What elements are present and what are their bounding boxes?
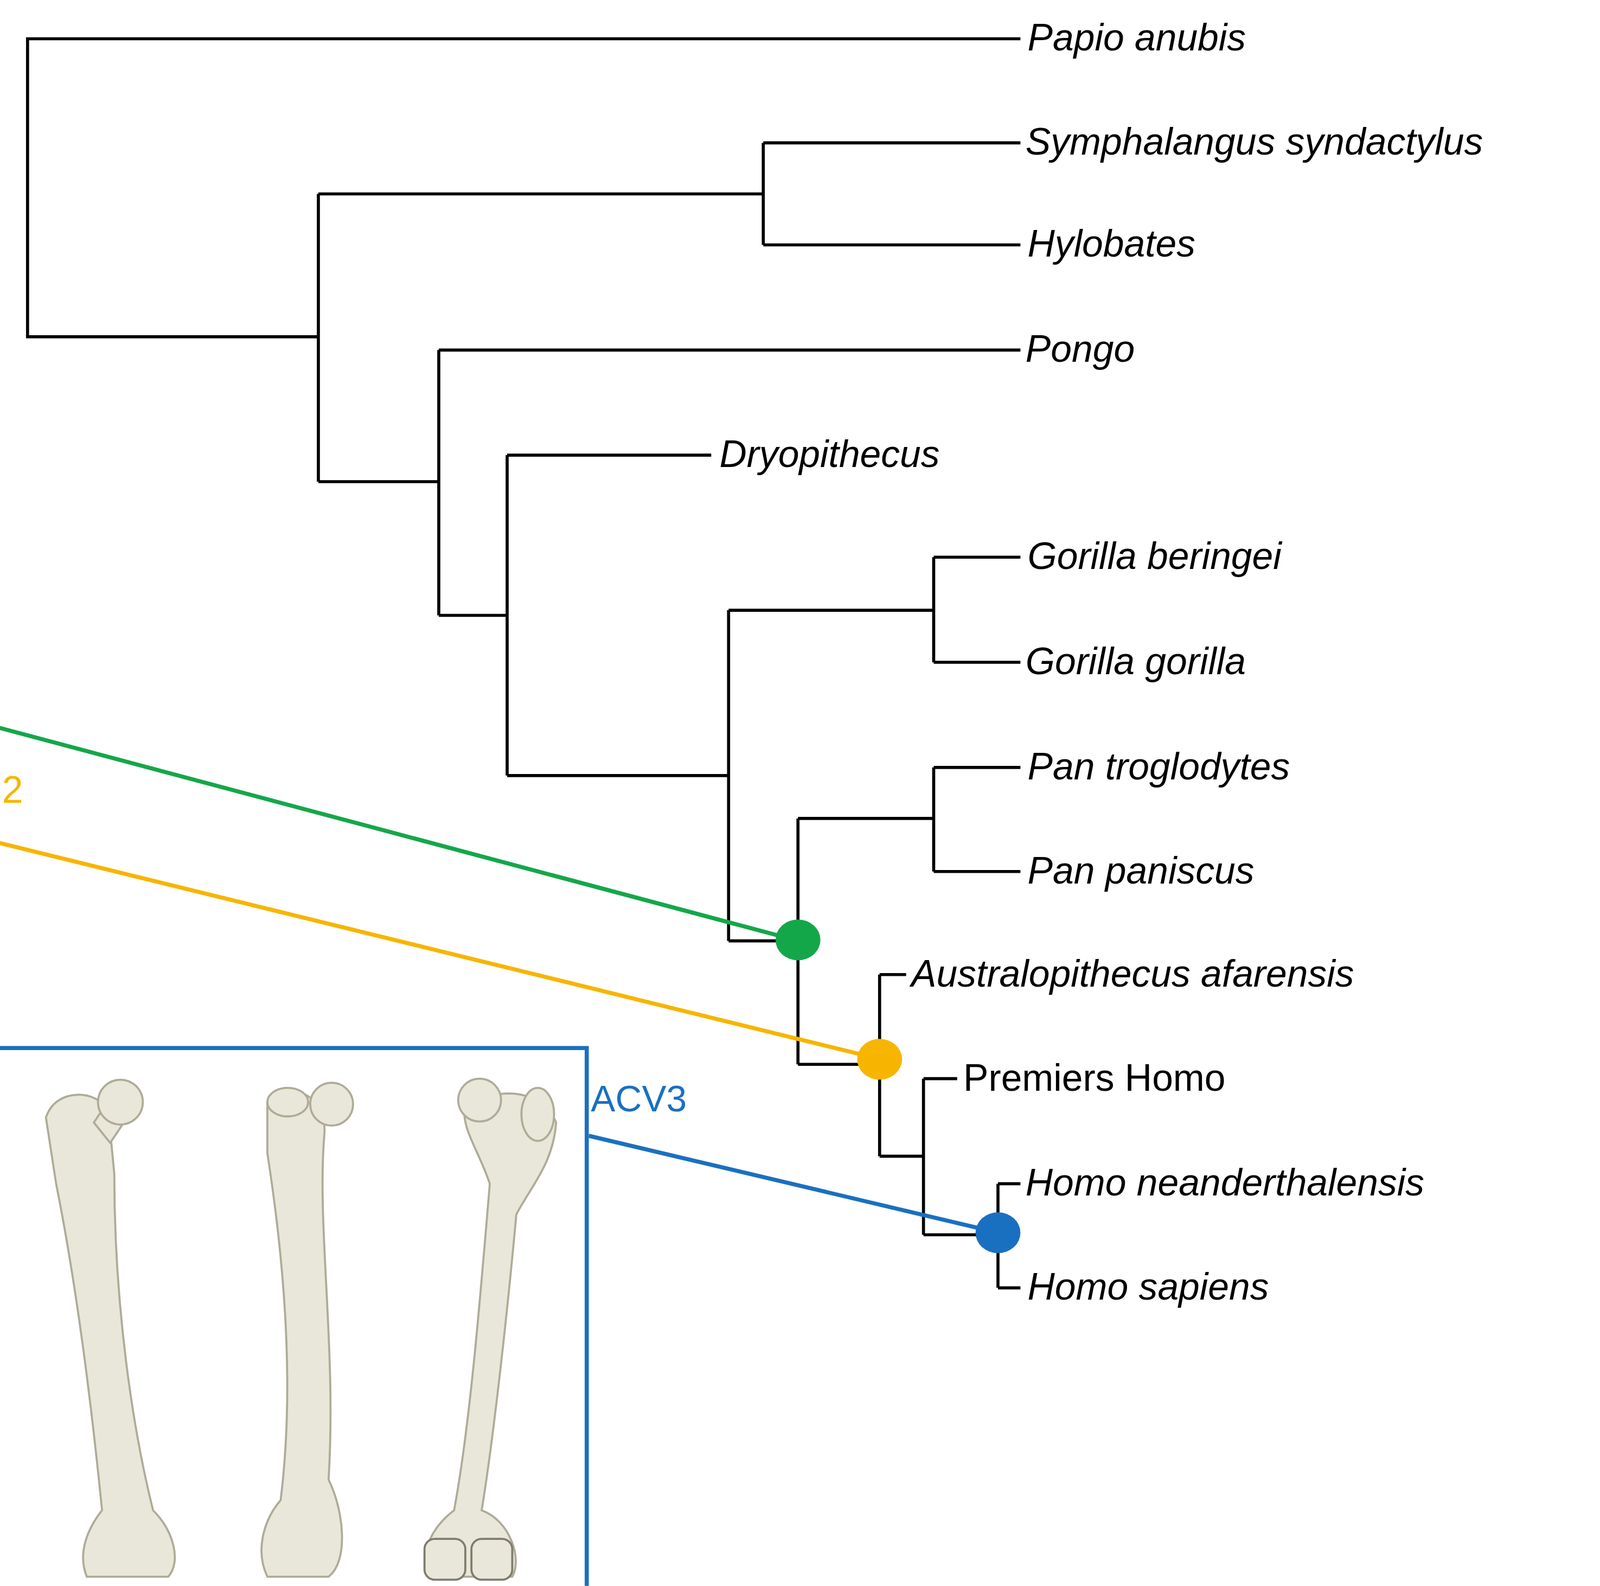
panel-heading: ACV3: [590, 1078, 687, 1119]
femur-lateral: [261, 1090, 343, 1577]
femur-anterior-head: [98, 1079, 144, 1125]
taxon-label: Papio anubis: [1027, 17, 1247, 60]
taxon-label: Symphalangus syndactylus: [1025, 122, 1484, 164]
taxon-label: Homo neanderthalensis: [1025, 1162, 1425, 1205]
taxon-label: Dryopithecus: [719, 434, 940, 477]
node-dot: [975, 1212, 1021, 1253]
taxon-label: Pan troglodytes: [1027, 746, 1291, 789]
tree-branches: [27, 38, 1021, 1288]
femur-anterior: [46, 1094, 176, 1577]
node-dot: [856, 1038, 902, 1080]
taxon-label: Pan paniscus: [1027, 850, 1255, 893]
femur-posterior-trochanter: [521, 1088, 554, 1142]
node-dot: [775, 919, 821, 960]
femur-lateral-head: [310, 1082, 354, 1126]
taxon-label: Gorilla beringei: [1027, 536, 1282, 579]
leader-line: [0, 841, 873, 1058]
taxon-label: Hylobates: [1027, 224, 1196, 266]
leader-line: [589, 1135, 990, 1231]
femur-posterior-condyle: [471, 1538, 512, 1580]
taxon-label: Pongo: [1025, 329, 1135, 371]
taxon-label: Homo sapiens: [1027, 1266, 1270, 1309]
femur-posterior-condyle: [424, 1538, 466, 1580]
taxon-label: Gorilla gorilla: [1025, 641, 1246, 684]
taxon-label: Australopithecus afarensis: [911, 953, 1354, 996]
taxon-label: Premiers Homo: [963, 1057, 1226, 1100]
femur-group: [46, 1078, 557, 1580]
femur-lateral-trochanter: [267, 1088, 309, 1117]
figure-panel: ACV3: [0, 1045, 590, 1586]
femur-posterior-head: [458, 1078, 502, 1122]
femur-posterior: [425, 1093, 556, 1577]
callout-number: 2: [2, 770, 24, 812]
leader-line: [0, 726, 791, 939]
